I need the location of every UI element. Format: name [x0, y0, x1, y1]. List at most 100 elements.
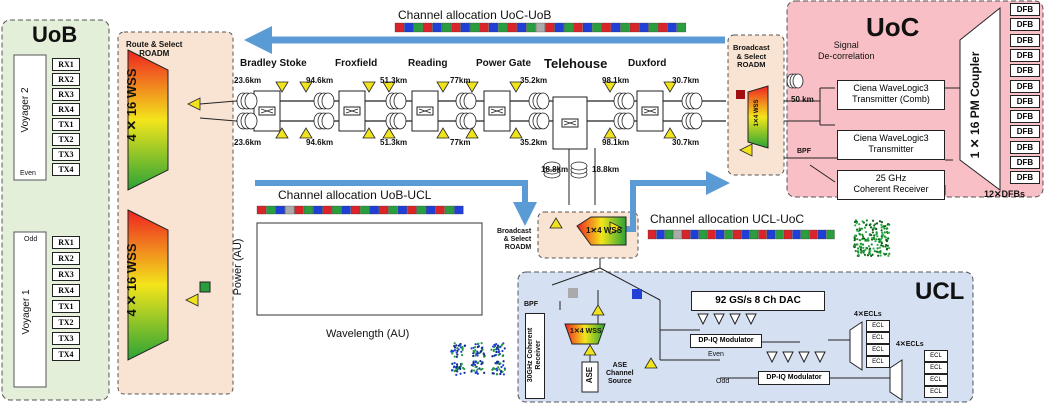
wl3-comb-box: Ciena WaveLogic3 Transmitter (Comb): [837, 80, 945, 110]
channel-slot: [407, 205, 417, 215]
channel-slot: [629, 22, 640, 33]
dfb-laser: DFB: [1010, 171, 1040, 185]
constellation-diagram: [470, 359, 486, 375]
fiber-spool: [570, 161, 588, 179]
channel-slot: [444, 205, 455, 215]
span-top: 77km: [450, 76, 471, 85]
ucl-coherent-rx-label: 30GHz Coherent Receiver: [527, 327, 542, 383]
dfb-laser: DFB: [1010, 18, 1040, 32]
node-label-powergate: Power Gate: [476, 58, 532, 69]
ecl-laser: ECL: [866, 320, 890, 332]
telehouse-roadm-title: Broadcast & Select ROADM: [497, 228, 532, 251]
spectrum-ylabel: Power (AU): [232, 238, 244, 296]
amplifier: [663, 127, 677, 139]
channel-slot: [426, 205, 436, 215]
uob-wss-top-label: 4 ✕ 16 WSS: [124, 68, 139, 142]
amplifier: [663, 81, 677, 93]
voyager2-port: TX4: [52, 163, 80, 176]
channel-slot: [658, 22, 668, 33]
channel-slot: [350, 205, 361, 215]
constellation-diagram: [450, 361, 466, 376]
channel-slot: [715, 229, 725, 240]
span-top: 51.3km: [380, 76, 408, 85]
fiber-spool: [528, 112, 550, 130]
odd-mod-label: Odd: [716, 378, 730, 385]
channel-slot: [582, 22, 593, 33]
channel-slot: [676, 22, 687, 33]
channel-slot: [592, 22, 602, 33]
channel-slot: [285, 205, 295, 215]
dfb-laser: DFB: [1010, 110, 1040, 124]
channel-slot: [526, 22, 536, 33]
voyager2-port: RX1: [52, 58, 80, 71]
channel-slot: [341, 205, 351, 215]
channel-slot: [545, 22, 555, 33]
fiber-spool: [786, 73, 804, 89]
span-top: 23.6km: [234, 76, 262, 85]
channel-slot: [369, 205, 379, 215]
ucl-wss: [564, 323, 606, 345]
decorrelation-label: Signal De-correlation: [818, 40, 875, 61]
fiber-spool: [455, 112, 477, 130]
dfb-laser: DFB: [1010, 140, 1040, 154]
ucl-bpf-label: BPF: [524, 301, 538, 308]
voyager1-port: TX2: [52, 316, 80, 329]
voyager2-label: Voyager 2: [20, 87, 31, 133]
voyager1-box: [13, 231, 47, 388]
marker-grey: [568, 288, 578, 298]
span-bottom: 98.1km: [602, 138, 630, 147]
voyager1-label: Voyager 1: [21, 289, 32, 335]
mod-even-box: DP-IQ Modulator: [690, 334, 762, 348]
amplifier: [436, 127, 450, 139]
channel-slot: [451, 22, 461, 33]
fiber-spool: [385, 112, 407, 130]
span-bottom: 77km: [450, 138, 471, 147]
roadm-node: [636, 90, 664, 132]
channel-slot: [667, 22, 677, 33]
channel-slot: [554, 22, 564, 33]
uoc-coherent-rx: 25 GHz Coherent Receiver: [837, 170, 945, 200]
constellation-diagram: [450, 342, 467, 358]
amplifier: [382, 127, 396, 139]
voyager2-port: TX1: [52, 118, 80, 131]
channel-slot: [775, 229, 784, 240]
fiber-spool: [313, 92, 335, 110]
fiber-spool: [455, 92, 477, 110]
amplifier: [185, 293, 199, 307]
amplifier: [509, 81, 523, 93]
channel-slot: [758, 229, 767, 240]
channel-slot: [275, 205, 285, 215]
channel-slot: [783, 229, 793, 240]
channel-slot: [322, 205, 332, 215]
channel-slot: [573, 22, 583, 33]
span-top: 98.1km: [602, 76, 630, 85]
ucl-title: UCL: [915, 278, 965, 305]
roadm-node: [338, 90, 366, 132]
constellation-diagram: [491, 360, 506, 376]
channel-slot: [800, 229, 810, 240]
span-bottom: 51.3km: [380, 138, 408, 147]
amplifier: [382, 81, 396, 93]
span-bottom: 23.6km: [234, 138, 262, 147]
channel-slot: [454, 205, 464, 215]
channel-bar-ucl-uoc: [647, 229, 835, 240]
span-top: 35.2km: [520, 76, 548, 85]
uob-title: UoB: [32, 22, 78, 47]
amplifier: [603, 81, 617, 93]
amplifier: [465, 81, 479, 93]
marker-red: [736, 90, 745, 99]
amplifier: [591, 304, 605, 316]
channel-slot: [498, 22, 508, 33]
uoc-wss: [747, 85, 769, 149]
fiber-spool: [528, 92, 550, 110]
ecl-laser: ECL: [866, 356, 890, 368]
channel-slot: [441, 22, 452, 33]
channel-slot: [673, 229, 682, 240]
channel-slot: [741, 229, 750, 240]
fiber-spool: [613, 92, 635, 110]
ase-source-label: ASE Channel Source: [606, 362, 634, 385]
dfb-laser: DFB: [1010, 33, 1040, 47]
channel-slot: [647, 229, 657, 240]
uob-wss-top: [127, 49, 169, 191]
